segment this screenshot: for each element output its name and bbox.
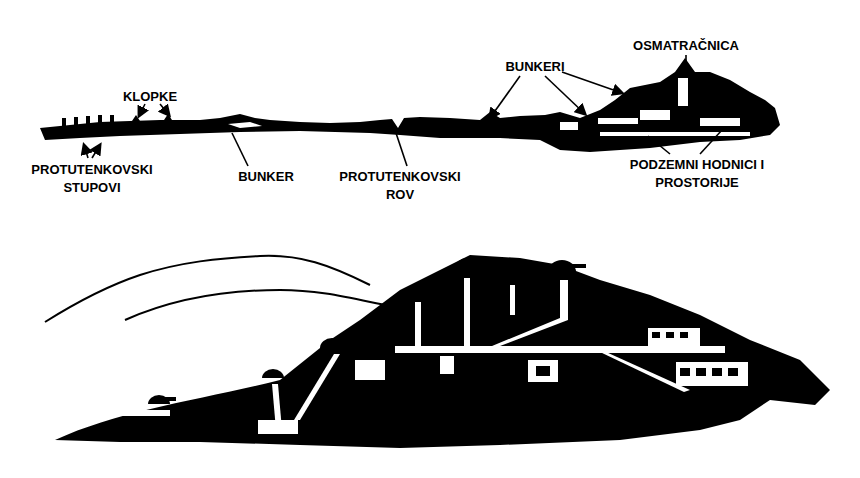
part-label: PROTUTENKOVSKI ROV <box>330 168 470 204</box>
turrets <box>148 258 586 404</box>
part-label: OSMATRAČNICA <box>633 37 739 55</box>
hill-cross-section <box>55 255 830 448</box>
room-details <box>536 332 738 376</box>
part-label: PODZEMNI HODNICI I PROSTORIJE <box>617 156 777 192</box>
part-label: PROTUTENKOVSKI STUPOVI <box>22 161 162 197</box>
part-label: KLOPKE <box>123 88 177 106</box>
antitank-posts <box>62 114 172 127</box>
terrain-profile <box>40 58 780 152</box>
part-label: BUNKERI <box>505 58 564 76</box>
part-label: BUNKER <box>238 168 294 186</box>
top-interior <box>228 78 750 136</box>
tunnels <box>120 278 748 434</box>
leader-lines <box>84 55 722 166</box>
background-hills <box>45 256 390 322</box>
